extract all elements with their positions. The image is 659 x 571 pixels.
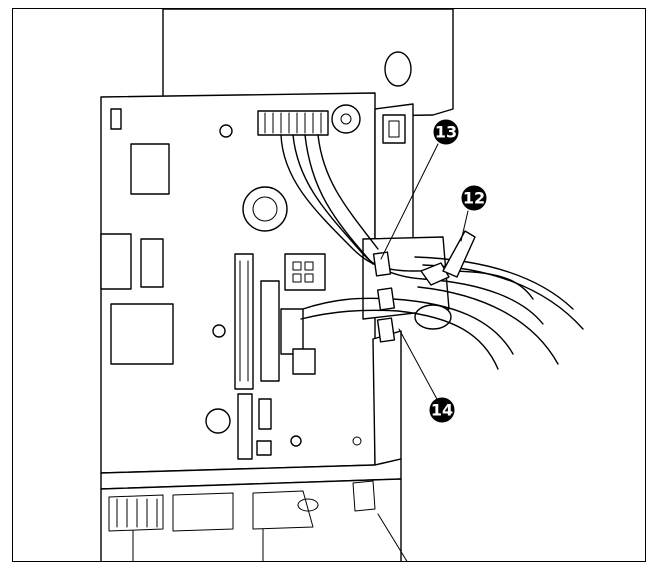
cable-clamp-holder (362, 236, 452, 330)
callout-12: 12 (461, 185, 487, 211)
callout-13-circle (433, 119, 459, 145)
vertical-connector (234, 253, 254, 390)
capacitor (331, 104, 361, 134)
board-chip-large (110, 303, 174, 365)
small-connector (284, 253, 326, 291)
bracket-slot (382, 114, 406, 144)
screw (219, 124, 233, 138)
top-connector (257, 110, 329, 136)
capacitor (242, 186, 288, 232)
board-chip (130, 143, 170, 195)
screw (212, 324, 226, 338)
bottom-connector (237, 393, 253, 460)
wiring-diagram: 12 13 14 (100, 9, 584, 561)
callout-13-label: 13 (435, 123, 457, 142)
leader-line-bottom (377, 513, 408, 561)
board-component (110, 108, 122, 130)
callout-12-circle (461, 185, 487, 211)
circuit-board (100, 92, 376, 474)
leader-line-13 (380, 143, 439, 260)
board-chip (100, 233, 132, 290)
illustration-frame: 12 13 14 (12, 8, 646, 562)
bottom-frame (100, 458, 402, 561)
screw (290, 435, 302, 447)
leader-lines (377, 143, 469, 561)
leader-line-14 (398, 328, 439, 402)
board-chip (140, 238, 164, 288)
ribbon-connector (260, 280, 280, 382)
callout-14-label: 14 (431, 401, 453, 420)
capacitor (205, 408, 231, 434)
clamp-lever-12 (442, 230, 476, 278)
power-header (292, 348, 316, 375)
ribbon-header (280, 308, 304, 355)
cable-tie-14 (376, 317, 396, 343)
cable-ties (372, 230, 476, 343)
cable-tie-13 (372, 251, 392, 277)
cable-tie (376, 287, 396, 311)
callout-14: 14 (429, 397, 455, 423)
bottom-connector (258, 398, 272, 430)
callout-13: 13 (433, 119, 459, 145)
callout-14-circle (429, 397, 455, 423)
leader-line-12 (460, 210, 469, 242)
callout-12-label: 12 (463, 189, 485, 208)
mounting-hole (384, 51, 412, 87)
cable-clip (420, 262, 450, 286)
bottom-connector (256, 440, 272, 456)
